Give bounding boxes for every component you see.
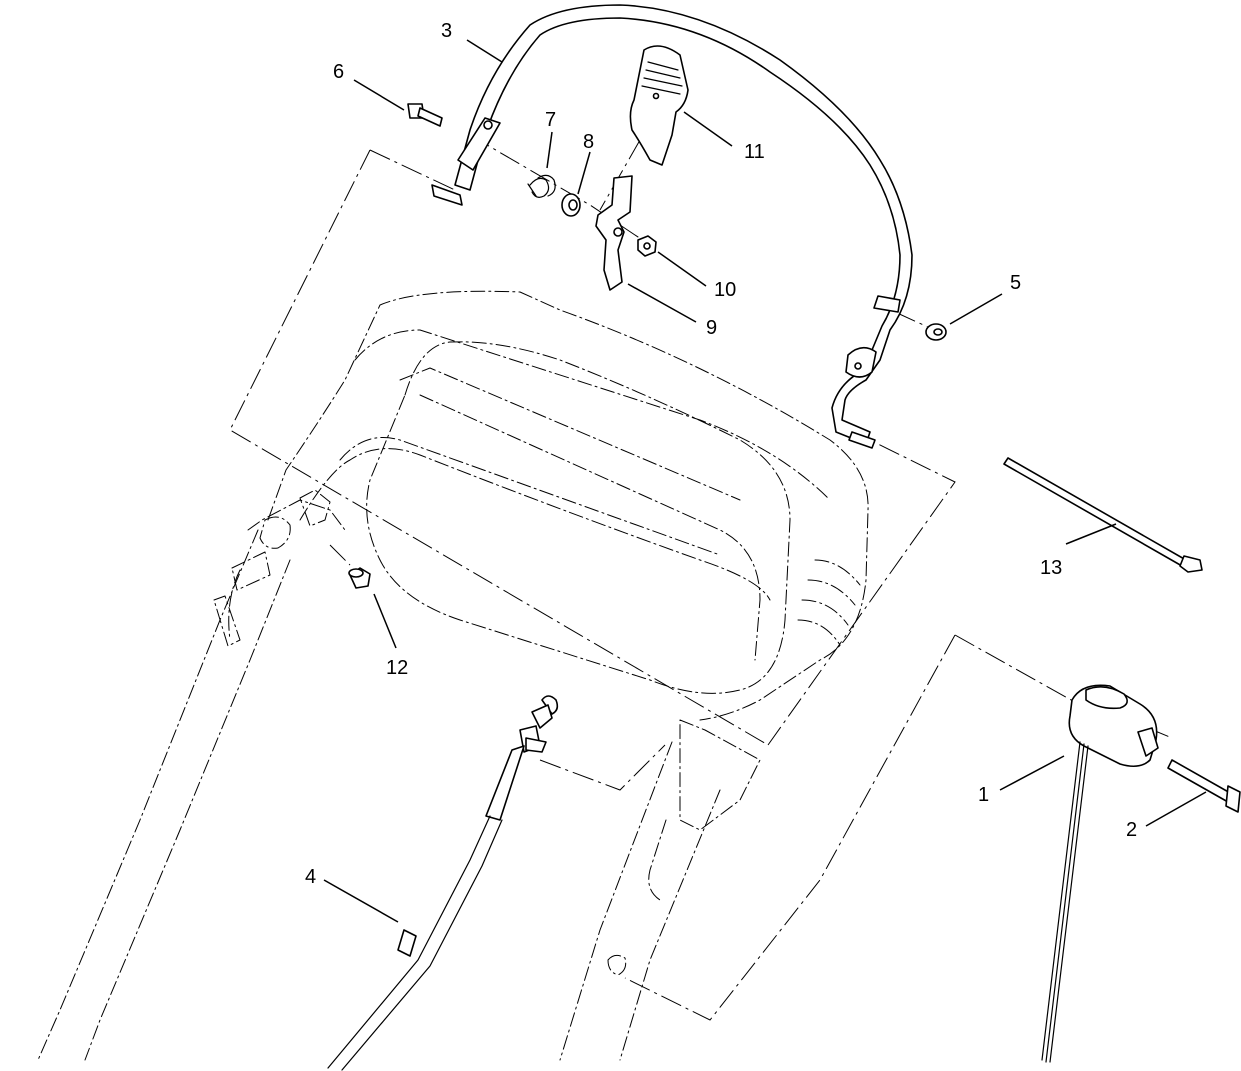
ghost-handle-frame xyxy=(37,290,869,1061)
phantom-assembly-lines xyxy=(229,134,1173,1021)
callout-9: 9 xyxy=(706,317,717,339)
part-12-plug xyxy=(348,567,371,589)
leader-lines xyxy=(323,39,1207,923)
callout-8: 8 xyxy=(583,131,594,153)
callout-1: 1 xyxy=(978,784,989,806)
callout-11: 11 xyxy=(744,141,765,163)
part-2-bolt xyxy=(1167,759,1241,813)
callout-12: 12 xyxy=(386,657,408,679)
callout-labels: 3 6 7 8 11 10 9 5 13 12 4 1 2 xyxy=(305,20,1137,888)
part-13-cable-tie xyxy=(1003,457,1203,573)
part-11-paddle xyxy=(629,45,689,166)
callout-7: 7 xyxy=(545,109,556,131)
part-9-lever xyxy=(595,175,633,291)
part-10-nut xyxy=(637,235,657,257)
part-5-cap xyxy=(925,323,947,341)
callout-2: 2 xyxy=(1126,819,1137,841)
callout-3: 3 xyxy=(441,20,452,42)
callout-10: 10 xyxy=(714,279,736,301)
callout-13: 13 xyxy=(1040,557,1062,579)
callout-5: 5 xyxy=(1010,272,1021,294)
part-7-spring xyxy=(527,174,556,198)
part-4-control-cable xyxy=(327,695,559,1071)
part-1-knob xyxy=(1041,684,1159,1063)
callout-4: 4 xyxy=(305,866,316,888)
callout-6: 6 xyxy=(333,61,344,83)
part-3-upper-handle xyxy=(431,4,913,449)
part-8-bushing xyxy=(561,193,581,217)
part-6-bolt xyxy=(407,103,443,127)
